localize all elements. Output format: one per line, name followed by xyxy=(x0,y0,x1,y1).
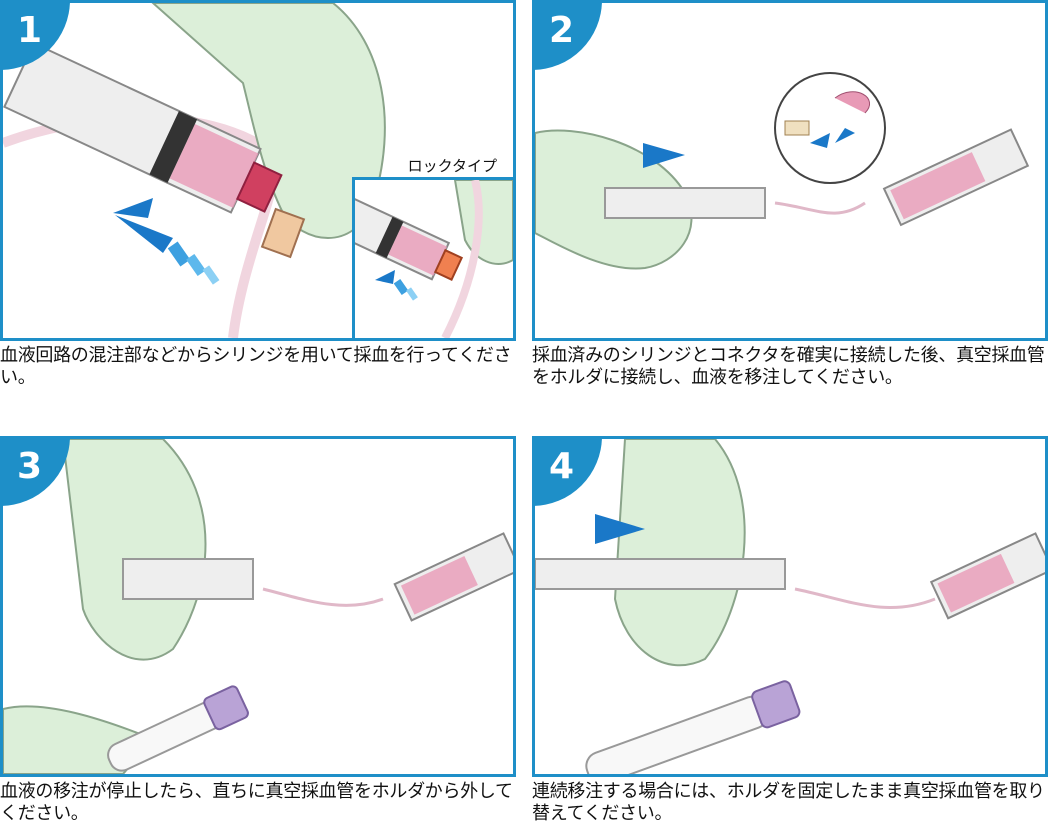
step-1-panel: 1 ロックタイプ xyxy=(0,0,516,389)
step-3-drawing xyxy=(3,439,513,774)
vacuum-tube xyxy=(107,685,249,772)
step-1-illustration: 1 ロックタイプ xyxy=(0,0,516,341)
connector-tube xyxy=(794,587,936,610)
step-3-panel: 3 血液の移注が停止したら、直ちに真空採血管をホルダから外してください。 xyxy=(0,436,516,825)
step-2-drawing xyxy=(535,72,1030,270)
step-1-number-badge: 1 xyxy=(3,3,70,70)
lock-type-inset xyxy=(352,177,513,338)
step-4-drawing xyxy=(535,439,1045,774)
step-4-illustration: 4 xyxy=(532,436,1048,777)
mixing-port xyxy=(260,207,306,259)
lock-type-label: ロックタイプ xyxy=(405,155,499,176)
holder xyxy=(604,187,766,219)
syringe xyxy=(3,42,283,214)
step-4-number-badge: 4 xyxy=(535,439,602,506)
purple-cap xyxy=(203,685,249,731)
direction-arrow-icon xyxy=(113,198,220,285)
connector-tube xyxy=(262,587,384,607)
step-3-illustration: 3 xyxy=(0,436,516,777)
step-2-panel: 2 採血済みのシリンジとコネクタを確実に接続した後、真空採血管をホルダに接続し、… xyxy=(532,0,1048,389)
syringe xyxy=(929,532,1045,620)
holder xyxy=(122,558,254,600)
push-arrow-icon xyxy=(643,143,685,168)
step-3-number-badge: 3 xyxy=(3,439,70,506)
step-1-drawing xyxy=(3,3,386,338)
purple-cap xyxy=(751,680,801,729)
step-4-panel: 4 連続移注する場合には、ホルダを固定したまま真空採血管を取り替えてください。 xyxy=(532,436,1048,825)
connector-tip xyxy=(784,120,810,136)
step-3-caption: 血液の移注が停止したら、直ちに真空採血管をホルダから外してください。 xyxy=(0,781,513,824)
step-2-caption: 採血済みのシリンジとコネクタを確実に接続した後、真空採血管をホルダに接続し、血液… xyxy=(532,345,1045,388)
gloved-hand xyxy=(613,439,746,667)
step-2-illustration: 2 xyxy=(532,0,1048,341)
step-4-caption: 連続移注する場合には、ホルダを固定したまま真空採血管を取り替えてください。 xyxy=(532,781,1045,824)
syringe xyxy=(393,532,513,622)
holder xyxy=(535,558,786,590)
vacuum-tube xyxy=(585,680,801,774)
connector-tube xyxy=(774,201,866,215)
join-arrow-icon xyxy=(810,133,830,148)
syringe xyxy=(882,128,1030,227)
push-arrow-icon xyxy=(595,514,645,544)
gloved-hand xyxy=(61,439,207,661)
step-1-caption: 血液回路の混注部などからシリンジを用いて採血を行ってください。 xyxy=(0,345,512,388)
